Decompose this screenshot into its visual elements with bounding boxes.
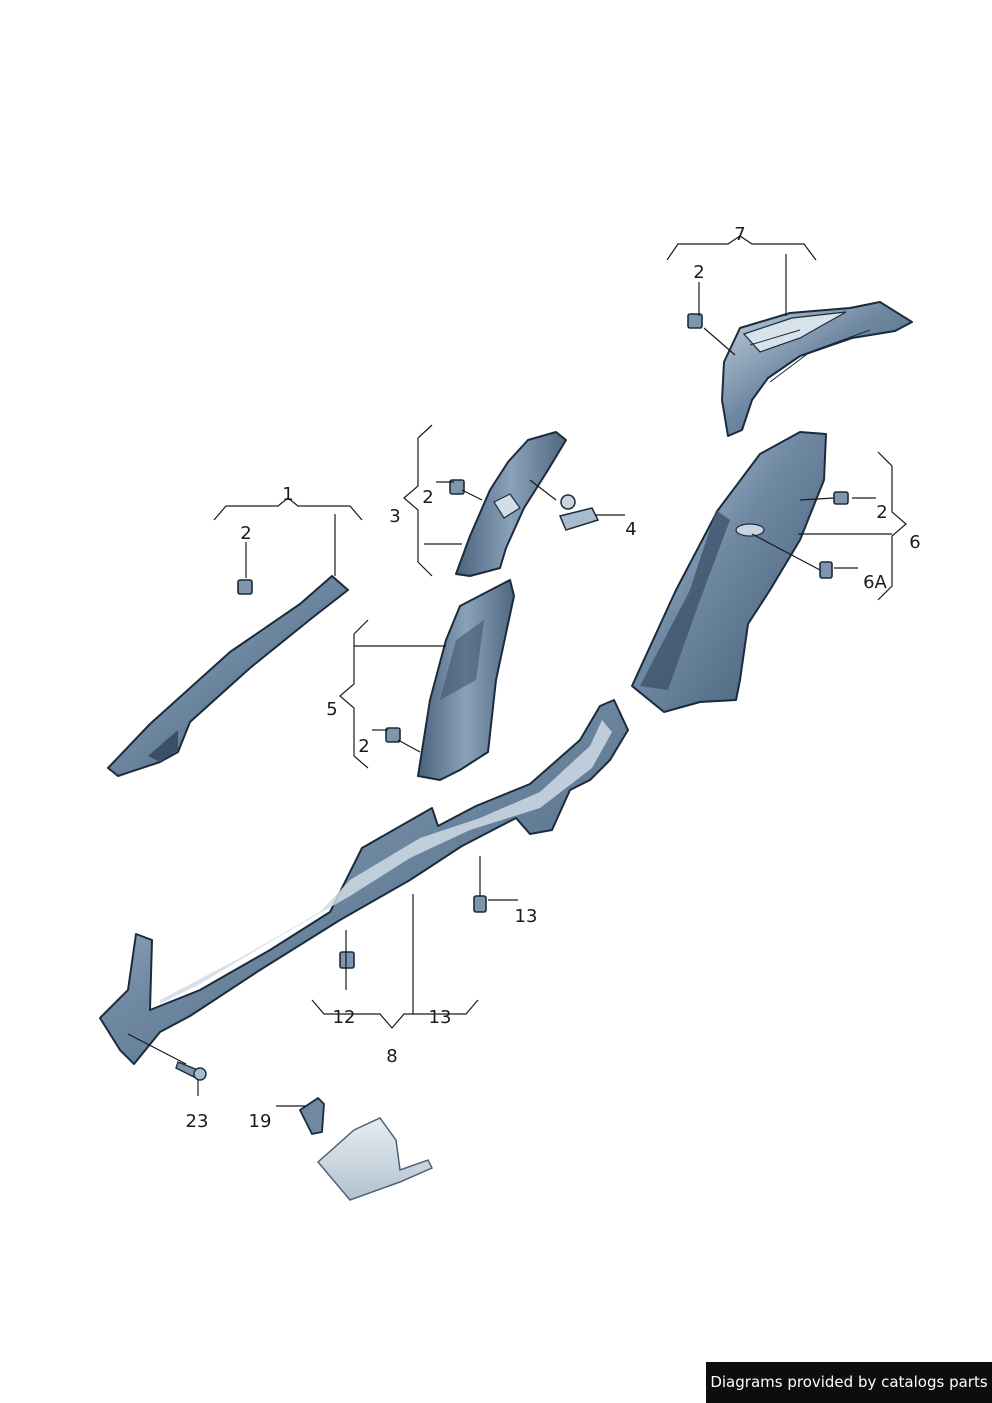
clip-icon xyxy=(473,895,487,913)
callout-2-right: 2 xyxy=(876,502,887,523)
callout-8: 8 xyxy=(386,1046,397,1067)
part-7-c-pillar-upper-trim xyxy=(721,301,913,437)
part-4-coat-hook xyxy=(558,494,600,531)
callout-7: 7 xyxy=(734,224,745,245)
callout-6a: 6A xyxy=(863,572,887,593)
part-3-b-pillar-upper-trim xyxy=(455,431,567,577)
callout-6: 6 xyxy=(909,532,920,553)
clip-icon xyxy=(237,579,253,595)
credit-banner: Diagrams provided by catalogs parts xyxy=(706,1362,992,1403)
callout-13-clip: 13 xyxy=(515,906,538,927)
footrest-guard xyxy=(316,1117,434,1201)
callout-23: 23 xyxy=(186,1111,209,1132)
part-8-sill-panel xyxy=(99,699,629,1065)
part-19-bracket xyxy=(298,1096,325,1136)
callout-1: 1 xyxy=(282,484,293,505)
clip-icon xyxy=(339,951,355,969)
callout-3: 3 xyxy=(389,506,400,527)
callout-2-lower: 2 xyxy=(358,736,369,757)
callout-2-left: 2 xyxy=(240,523,251,544)
clip-icon xyxy=(385,727,401,743)
callout-5: 5 xyxy=(326,699,337,720)
clip-icon xyxy=(819,561,833,579)
callout-2-top: 2 xyxy=(693,262,704,283)
clip-icon xyxy=(687,313,703,329)
part-5-b-pillar-lower-trim xyxy=(417,579,515,781)
leader-lines xyxy=(127,235,907,1107)
callout-19: 19 xyxy=(249,1111,272,1132)
part-6-c-pillar-lower-trim xyxy=(631,431,827,713)
screw-icon xyxy=(175,1061,207,1081)
callout-13-bracket: 13 xyxy=(429,1007,452,1028)
part-1-a-pillar-trim xyxy=(107,575,349,777)
clip-icon xyxy=(833,491,849,505)
callout-4: 4 xyxy=(625,519,636,540)
callout-2-pillar: 2 xyxy=(422,487,433,508)
callout-12: 12 xyxy=(333,1007,356,1028)
clip-icon xyxy=(449,479,465,495)
